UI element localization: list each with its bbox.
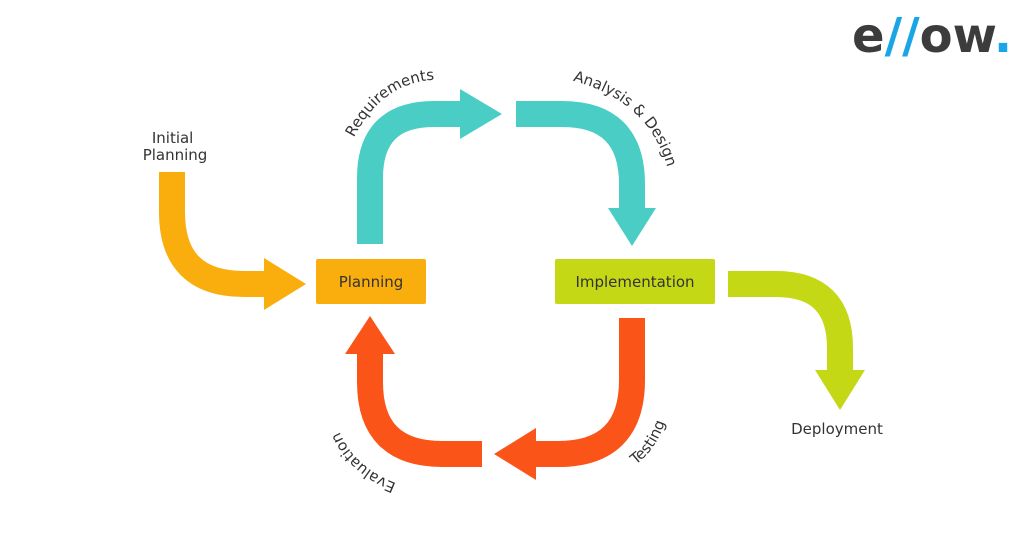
arrow-evaluation [345, 316, 482, 467]
arrow-initial-planning [159, 172, 306, 310]
node-implementation-box [555, 259, 715, 304]
ellow-logo: e//ow. [852, 8, 1012, 64]
arrow-testing-shaft [534, 318, 645, 467]
svg-text:e//ow.: e//ow. [852, 8, 1012, 64]
arrow-initial-planning-head [264, 258, 306, 310]
logo-dot: . [994, 8, 1012, 64]
arrow-requirements-head [460, 89, 502, 139]
node-implementation-label: Implementation [575, 273, 694, 291]
arrow-analysis-design-shaft [516, 101, 645, 210]
arrow-testing-head [494, 428, 536, 480]
arrow-testing [494, 318, 645, 480]
arrow-requirements [357, 89, 502, 244]
logo-suffix: ow [920, 8, 996, 64]
arrow-deployment-head [815, 370, 865, 410]
arrow-evaluation-head [345, 316, 395, 354]
arrow-initial-planning-shaft [159, 172, 266, 297]
arrow-evaluation-shaft [357, 352, 482, 467]
arrow-deployment-shaft [728, 271, 853, 372]
label-initial-planning-line2: Planning [143, 146, 208, 164]
logo-slashes: // [885, 8, 921, 64]
node-planning: Planning [316, 259, 426, 304]
logo-prefix: e [852, 8, 885, 64]
node-implementation: Implementation [555, 259, 715, 304]
node-planning-box [316, 259, 426, 304]
arrow-analysis-design-head [608, 208, 656, 246]
arrow-analysis-design [516, 101, 656, 246]
label-initial-planning-line1: Initial [152, 129, 194, 147]
arrow-requirements-shaft [357, 101, 462, 244]
label-initial-planning: Initial Planning [143, 129, 208, 164]
arrow-deployment [728, 271, 865, 410]
label-deployment: Deployment [791, 420, 883, 438]
node-planning-label: Planning [339, 273, 404, 291]
